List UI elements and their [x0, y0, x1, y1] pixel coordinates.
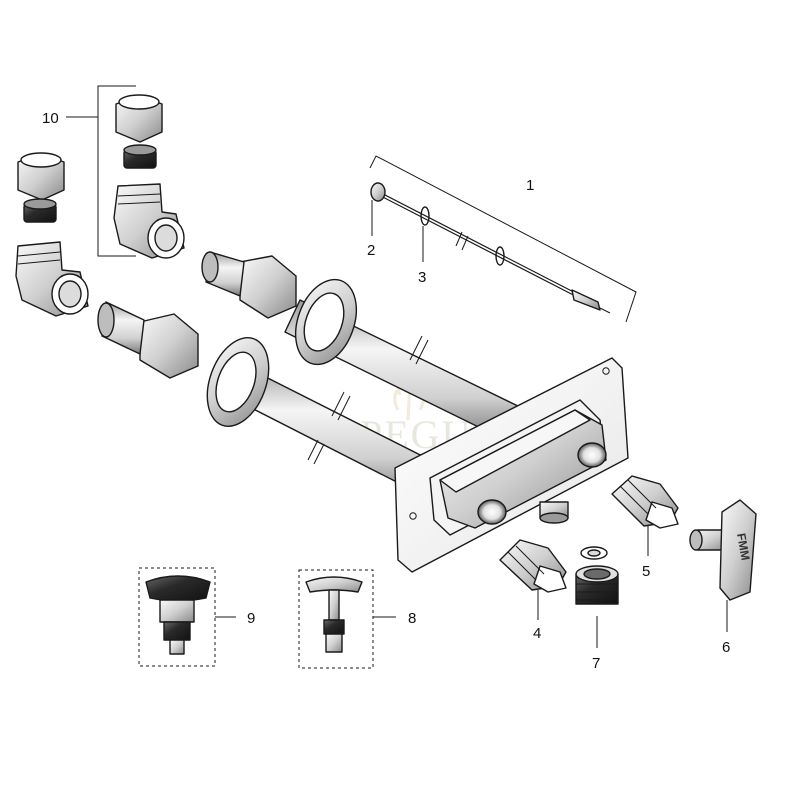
item-4-fitting — [499, 539, 567, 620]
housing-outlet-left — [477, 499, 507, 525]
plate-screw-hole-bottom — [409, 512, 417, 520]
housing-outlet-right — [577, 442, 607, 468]
callout-8: 8 — [408, 610, 416, 627]
callout-labels: 1 2 3 4 5 6 7 8 9 10 — [42, 110, 730, 672]
item-5-fitting — [611, 475, 679, 556]
callout-4: 4 — [533, 625, 541, 642]
item-7-adapter — [575, 546, 619, 648]
callout-7: 7 — [592, 655, 600, 672]
upper-pipe-tail-end — [201, 251, 219, 283]
compression-nut-lower-top — [20, 152, 62, 168]
key-lettering: FMM — [734, 532, 753, 561]
upper-pipe-assembly — [201, 251, 358, 366]
pipe-break-marks — [307, 335, 429, 465]
callout-3: 3 — [418, 269, 426, 286]
item-1-bracket — [369, 155, 637, 323]
lower-pipe-tail-end — [97, 302, 115, 338]
compression-nut-upper-top — [118, 94, 160, 110]
item-10-group — [15, 85, 185, 317]
callout-1: 1 — [526, 177, 534, 194]
item-2-screw-head — [370, 182, 386, 202]
item-6-key: FMM — [689, 499, 757, 632]
upper-pipe-nut — [239, 255, 297, 319]
item-3-o-ring-2 — [495, 246, 505, 266]
housing-bottom-spigot-end — [539, 512, 569, 524]
callout-10: 10 — [42, 110, 59, 127]
elbow-set-lower — [15, 152, 89, 317]
valve-housing-top — [439, 409, 591, 493]
item-10-bracket — [97, 85, 136, 257]
upper-rosette-inner — [303, 292, 345, 352]
plate-screw-hole-top — [602, 367, 610, 375]
item-9-valve-top — [138, 567, 236, 667]
item-3-o-ring — [420, 206, 430, 226]
item-8-dashed-box — [298, 569, 374, 669]
lower-pipe-nut — [139, 313, 199, 379]
item-9-handle — [145, 575, 211, 602]
callout-9: 9 — [247, 610, 255, 627]
callout-2: 2 — [367, 242, 375, 259]
callout-5: 5 — [642, 563, 650, 580]
key-handle — [719, 499, 757, 601]
item-8-valve-top — [298, 569, 396, 669]
elbow-set-upper — [113, 94, 185, 259]
lower-rosette-inner — [215, 351, 257, 413]
spindle-tip — [571, 289, 601, 311]
callout-6: 6 — [722, 639, 730, 656]
item-1-spindle — [369, 155, 637, 323]
item-9-dashed-box — [138, 567, 216, 667]
lower-pipe-assembly — [97, 301, 270, 427]
item-8-t-handle — [305, 576, 363, 593]
